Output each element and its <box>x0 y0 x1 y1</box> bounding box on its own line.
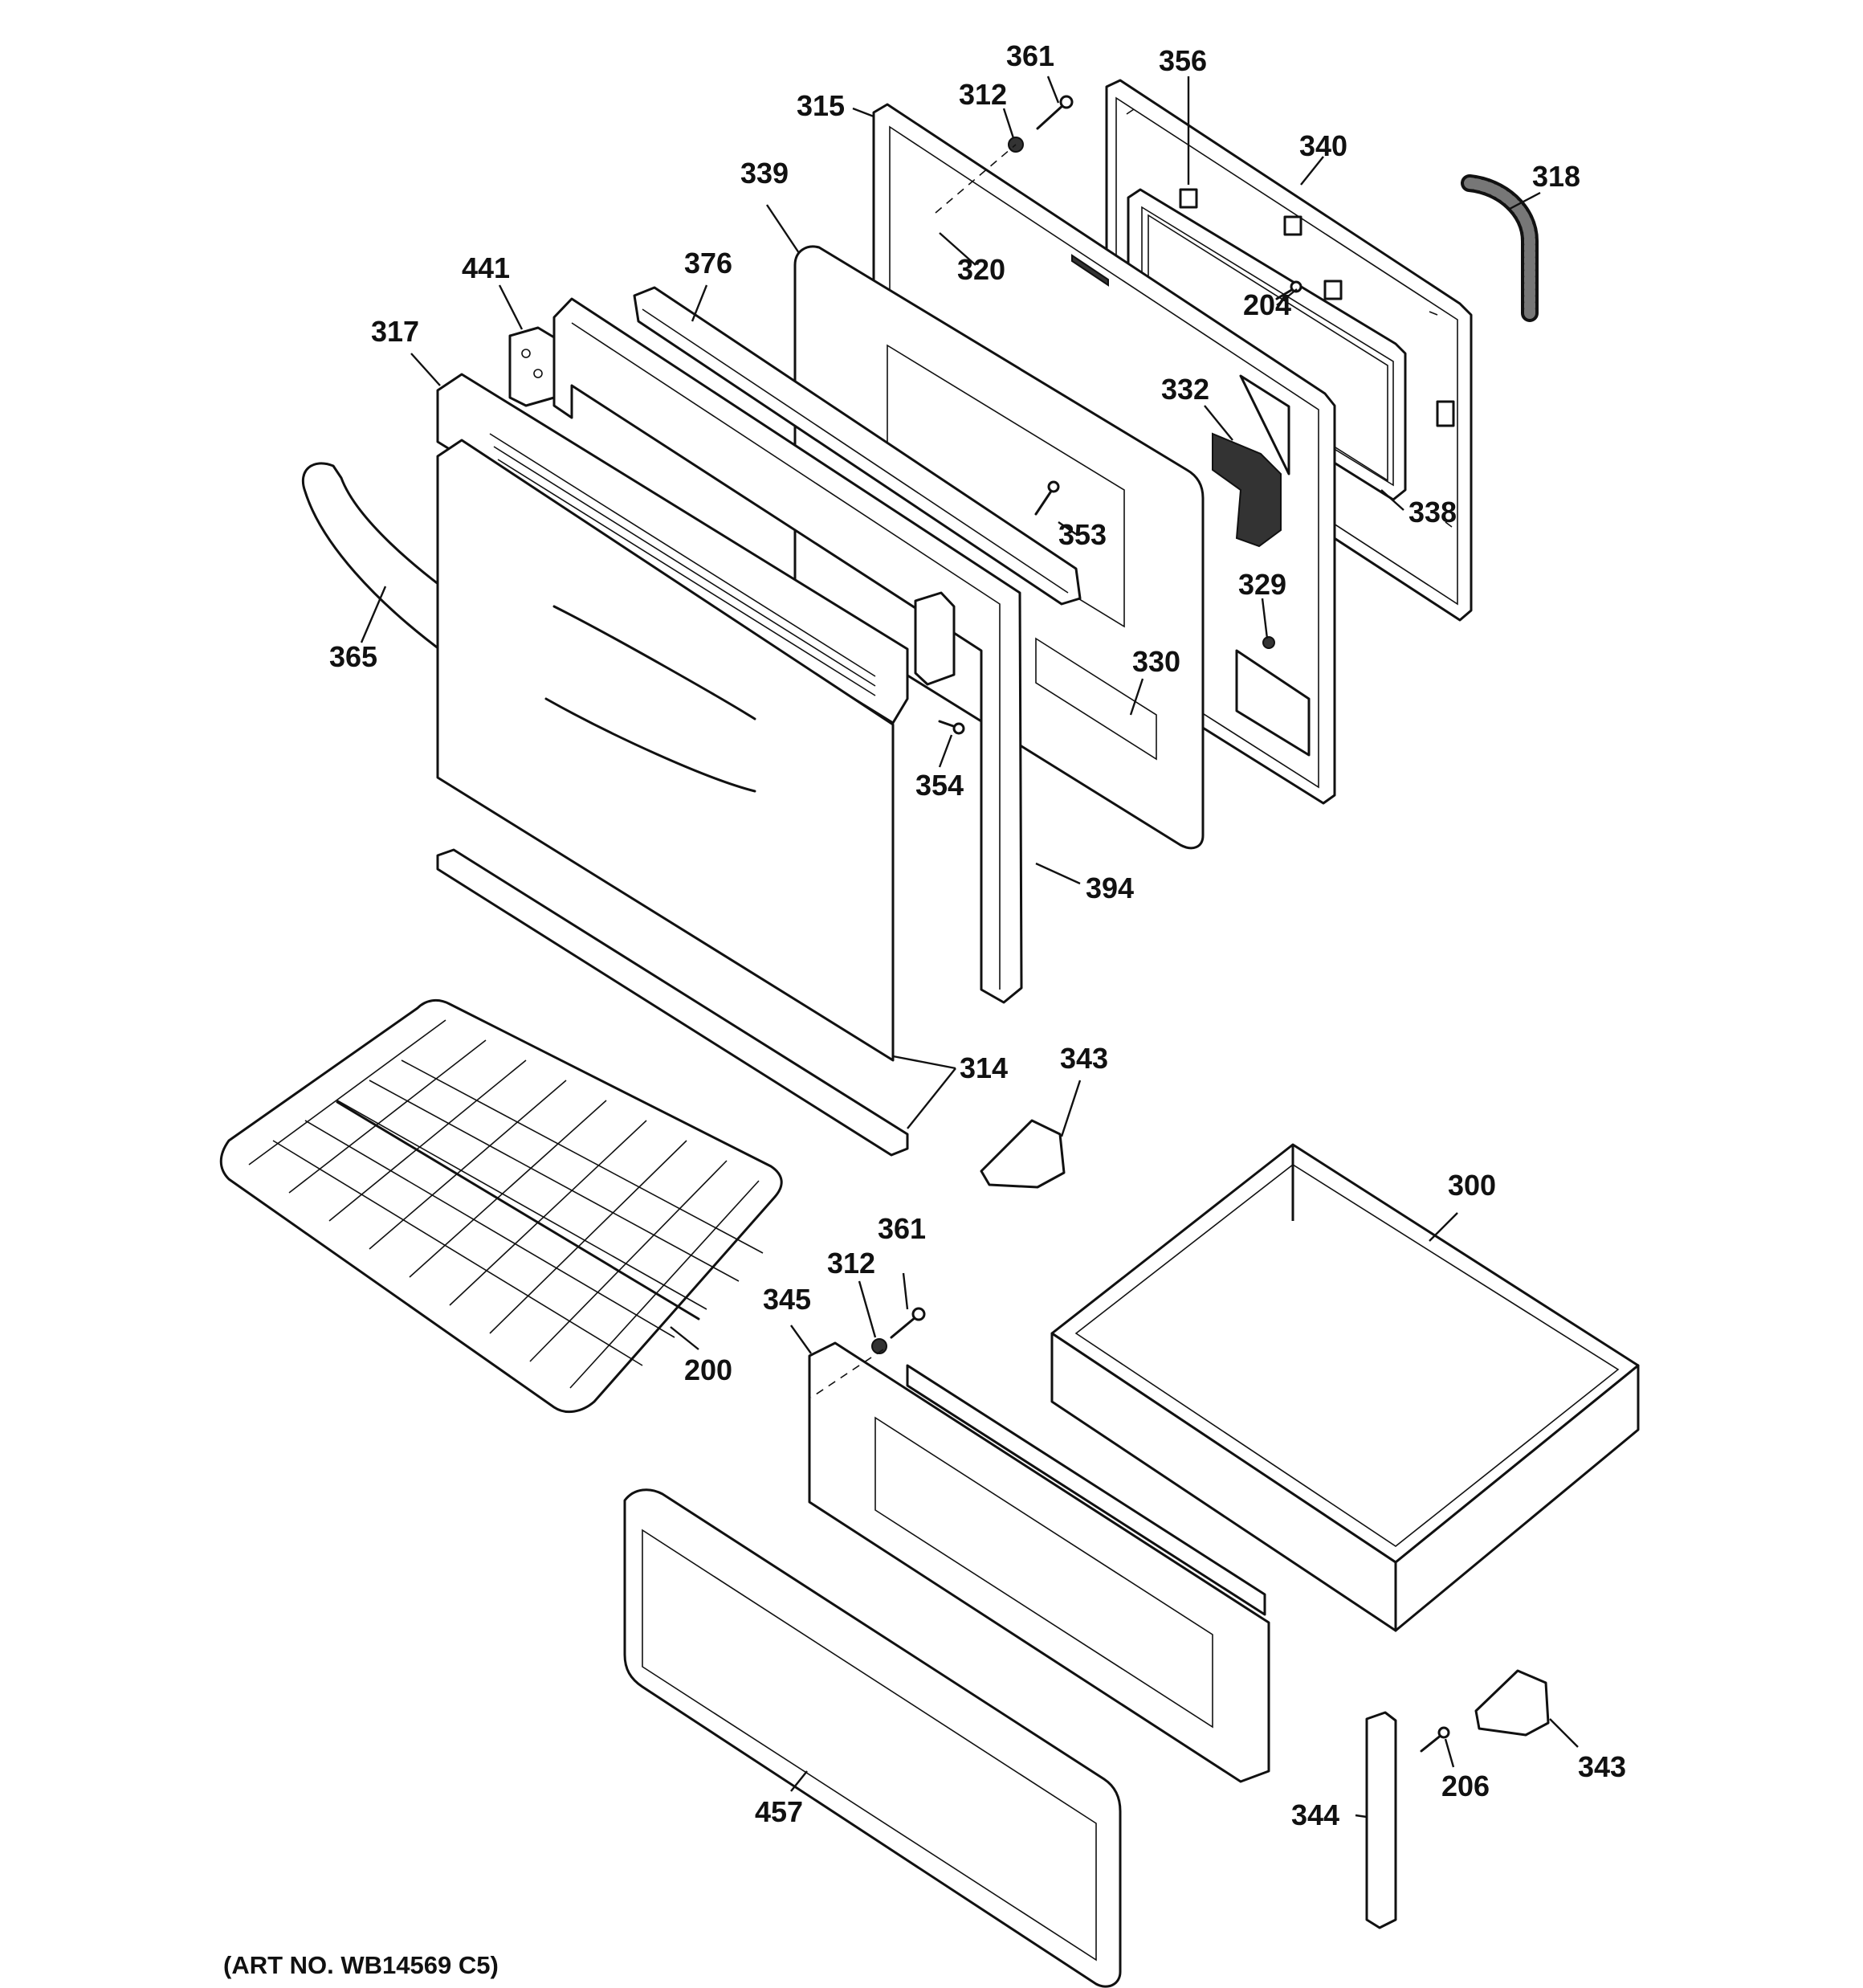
callout-457: 457 <box>755 1795 803 1828</box>
callout-376: 376 <box>684 247 732 280</box>
callout-labels: 361 312 315 356 340 318 339 320 441 376 … <box>329 39 1626 1831</box>
callout-343-lower: 343 <box>1578 1750 1626 1783</box>
callout-356: 356 <box>1159 44 1207 77</box>
callout-441: 441 <box>462 251 510 284</box>
part-318-door-gasket <box>1461 174 1539 322</box>
part-457-drawer-front <box>623 1488 1122 1988</box>
screw-206 <box>1420 1726 1450 1753</box>
callout-394: 394 <box>1086 872 1134 904</box>
screw-353 <box>1034 480 1060 516</box>
part-200-oven-rack <box>219 998 783 1414</box>
screw-204 <box>1275 280 1302 300</box>
callout-365: 365 <box>329 640 377 673</box>
part-314-outer-door-panel <box>436 439 909 1157</box>
callout-320: 320 <box>957 253 1005 286</box>
part-441-hinge <box>508 326 556 407</box>
callout-338: 338 <box>1408 496 1457 529</box>
callout-312-upper: 312 <box>959 78 1007 111</box>
screw-361-lower <box>890 1307 926 1339</box>
screw-329 <box>1262 636 1275 649</box>
callout-200: 200 <box>684 1353 732 1386</box>
part-344-drawer-slide <box>1365 1711 1397 1929</box>
callout-340: 340 <box>1299 129 1347 162</box>
part-317-vent-panel <box>436 373 909 725</box>
callout-206: 206 <box>1441 1770 1490 1802</box>
part-394-door-frame <box>552 297 1023 1004</box>
callout-330: 330 <box>1132 645 1180 678</box>
callout-361-upper: 361 <box>1006 39 1054 72</box>
leader-lines <box>360 76 1579 1819</box>
part-343-upper-latch <box>980 1119 1066 1189</box>
part-343-lower-latch <box>1474 1669 1550 1737</box>
callout-312-lower: 312 <box>827 1247 875 1280</box>
screw-361-upper <box>1036 95 1074 130</box>
callout-353: 353 <box>1058 518 1107 551</box>
washer-312-lower <box>871 1338 887 1354</box>
part-300-drawer-body <box>1050 1143 1640 1632</box>
callout-317: 317 <box>371 315 419 348</box>
fasteners <box>810 95 1450 1753</box>
callout-344: 344 <box>1291 1798 1339 1831</box>
callout-300: 300 <box>1448 1169 1496 1202</box>
callout-339: 339 <box>740 157 789 190</box>
callout-204: 204 <box>1243 288 1291 321</box>
part-376-top-trim <box>633 286 1082 606</box>
callout-329: 329 <box>1238 568 1286 601</box>
callout-361-lower: 361 <box>878 1212 926 1245</box>
part-332-bracket <box>1212 432 1282 548</box>
callout-343-upper: 343 <box>1060 1042 1108 1075</box>
art-number: (ART NO. WB14569 C5) <box>223 1951 499 1979</box>
callout-318: 318 <box>1532 160 1580 193</box>
callout-314: 314 <box>960 1051 1008 1084</box>
part-356-clips <box>1179 188 1455 427</box>
callout-345: 345 <box>763 1283 811 1316</box>
screw-354 <box>938 720 965 735</box>
callout-315: 315 <box>797 89 845 122</box>
callout-354: 354 <box>915 769 964 802</box>
callout-332: 332 <box>1161 373 1209 406</box>
part-345-drawer-frame <box>808 1341 1270 1783</box>
